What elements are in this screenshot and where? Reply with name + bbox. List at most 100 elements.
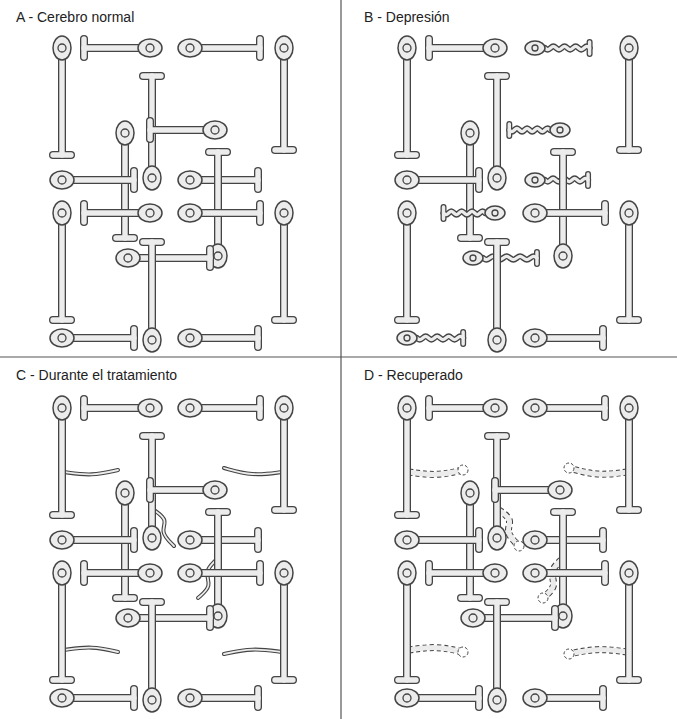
- axon-fill: [600, 531, 605, 549]
- nucleus: [404, 335, 410, 341]
- axon-fill: [417, 537, 479, 542]
- axon: [200, 334, 258, 342]
- cell-body: [523, 204, 547, 222]
- axon: [545, 569, 605, 577]
- cell-body: [463, 251, 483, 265]
- axon: [417, 694, 479, 702]
- cell-body: [395, 171, 419, 189]
- nucleus: [146, 569, 154, 577]
- cell-body: [116, 481, 134, 505]
- axon: [559, 152, 567, 246]
- axon-fill: [398, 152, 416, 157]
- panel-heading: C - Durante el tratamiento: [14, 367, 179, 383]
- cell-body: [116, 249, 140, 267]
- axon: [150, 126, 205, 134]
- nucleus: [148, 336, 156, 344]
- cell-body: [483, 399, 507, 417]
- axon-fill: [545, 570, 605, 575]
- axon-fill: [545, 335, 603, 340]
- nucleus: [148, 534, 156, 542]
- axon: [625, 223, 633, 320]
- axon-fill: [461, 595, 479, 600]
- panel-heading: A - Cerebro normal: [14, 9, 136, 25]
- nucleus: [531, 694, 539, 702]
- cell-body: [138, 564, 162, 582]
- restored-terminal: [514, 541, 524, 551]
- cell-body: [461, 481, 479, 505]
- nucleus: [146, 209, 154, 217]
- axon-fill: [116, 595, 134, 600]
- axon: [58, 583, 66, 680]
- axon: [214, 152, 222, 246]
- nucleus: [58, 536, 66, 544]
- axon-fill: [476, 689, 481, 707]
- cell-body: [53, 201, 71, 225]
- cell-body: [203, 481, 227, 499]
- axon-fill: [224, 468, 282, 474]
- axon: [84, 404, 140, 412]
- axon: [403, 583, 411, 680]
- axon-fill: [131, 329, 136, 347]
- cell-body: [398, 36, 416, 60]
- axon-fill: [149, 602, 154, 690]
- nucleus: [492, 210, 498, 216]
- nucleus: [186, 694, 194, 702]
- axon: [150, 486, 205, 494]
- cell-body: [178, 689, 202, 707]
- nucleus: [186, 176, 194, 184]
- new-connection: [64, 470, 118, 474]
- cell-body: [178, 531, 202, 549]
- restored-terminal: [564, 463, 574, 473]
- axon-fill: [64, 470, 118, 474]
- axon: [545, 334, 603, 342]
- cell-body: [620, 36, 638, 60]
- axon-fill: [257, 204, 262, 222]
- restored-terminal: [458, 465, 468, 475]
- axon: [493, 436, 501, 528]
- cell-body: [488, 328, 506, 352]
- axon-fill: [64, 648, 118, 652]
- axon: [200, 694, 258, 702]
- nucleus: [403, 44, 411, 52]
- cell-body: [178, 399, 202, 417]
- axon-fill: [426, 39, 431, 57]
- axon-fill: [461, 235, 479, 240]
- axon-fill: [426, 399, 431, 417]
- nucleus: [58, 569, 66, 577]
- axon-fill: [255, 171, 260, 189]
- axon-fill: [131, 171, 136, 189]
- cell-body: [550, 123, 570, 137]
- cell-body: [525, 41, 545, 55]
- axon-fill: [467, 503, 472, 598]
- axon-fill: [620, 507, 638, 512]
- nucleus: [559, 252, 567, 260]
- axon-fill: [600, 329, 605, 347]
- nucleus: [146, 44, 154, 52]
- axon: [625, 58, 633, 150]
- axon: [148, 602, 156, 690]
- axon-fill: [417, 177, 479, 182]
- axon-fill: [147, 121, 152, 139]
- cell-body: [483, 564, 507, 582]
- nucleus: [469, 614, 477, 622]
- nucleus: [211, 486, 219, 494]
- nucleus: [124, 614, 132, 622]
- cell-body: [461, 121, 479, 145]
- nucleus: [625, 404, 633, 412]
- axon-fill: [131, 689, 136, 707]
- cell-body: [275, 36, 293, 60]
- axon-fill: [409, 470, 463, 474]
- axon: [84, 209, 140, 217]
- axon-fill: [149, 76, 154, 168]
- axon: [148, 436, 156, 528]
- axon-fill: [626, 58, 631, 150]
- nucleus: [58, 176, 66, 184]
- axon-fill: [257, 564, 262, 582]
- nucleus: [403, 694, 411, 702]
- nucleus: [280, 209, 288, 217]
- axon: [429, 404, 485, 412]
- restored-terminal: [538, 593, 548, 603]
- axon: [121, 503, 129, 598]
- nucleus: [493, 534, 501, 542]
- cell-body: [488, 688, 506, 712]
